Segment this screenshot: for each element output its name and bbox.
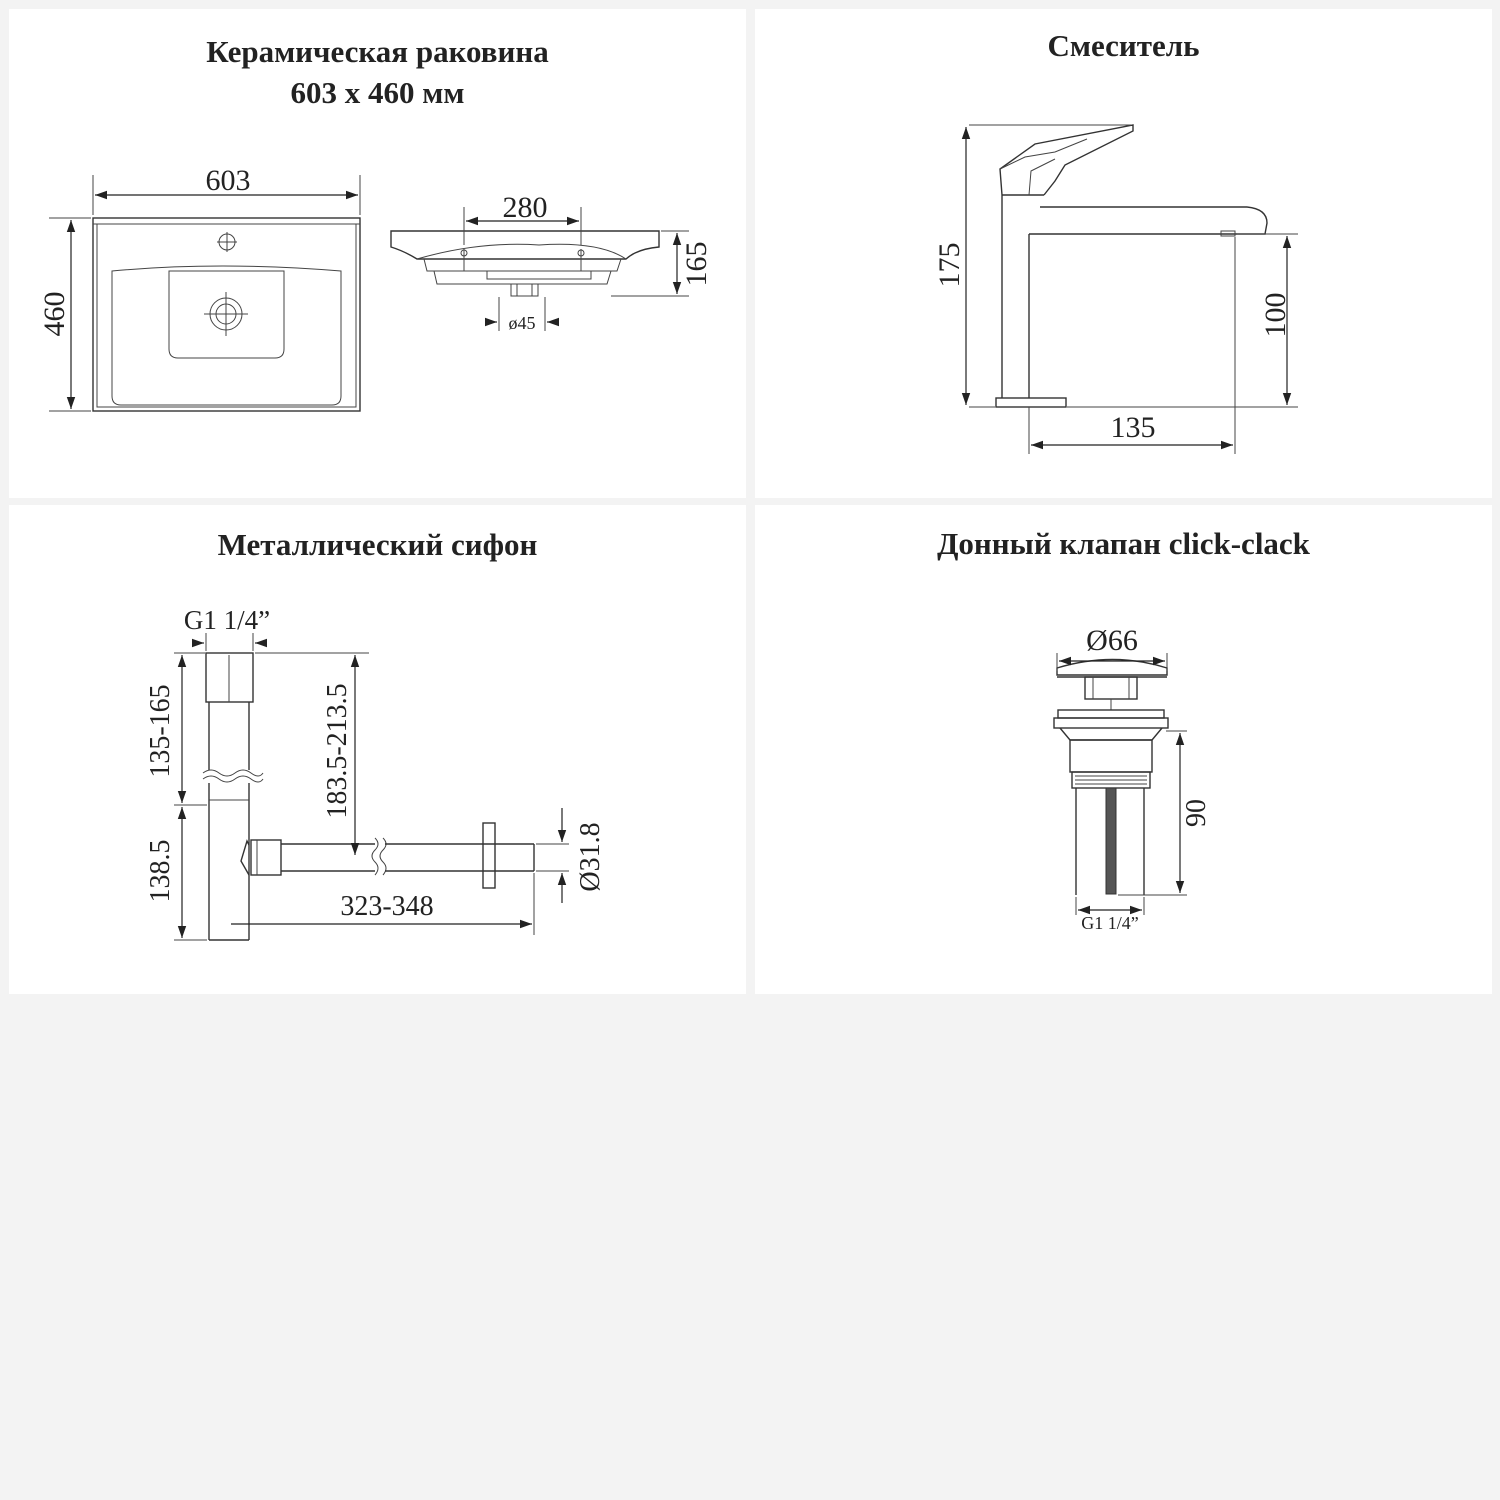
- mixer-spout-height-label: 100: [1259, 293, 1292, 338]
- basin-drawing: 603 460 280 165: [38, 164, 713, 412]
- basin-title-line2: 603 х 460 мм: [290, 75, 465, 110]
- basin-drain-label: ø45: [509, 313, 536, 333]
- mixer-outline: [995, 124, 1268, 408]
- valve-panel: Донный клапан click-clack: [755, 505, 1492, 994]
- basin-holes-label: 280: [503, 191, 548, 224]
- valve-thread-label: G1 1/4”: [1081, 913, 1139, 933]
- siphon-length-label: 323-348: [340, 891, 433, 922]
- valve-outline: [1053, 658, 1169, 895]
- basin-width-label: 603: [206, 164, 251, 197]
- siphon-outlet-height-label: 183.5-213.5: [322, 683, 353, 818]
- siphon-panel: Металлический сифон: [9, 505, 746, 994]
- basin-panel: Керамическая раковина 603 х 460 мм: [9, 9, 746, 498]
- siphon-title: Металлический сифон: [217, 527, 538, 562]
- siphon-upper-label: 135-165: [145, 684, 176, 777]
- mixer-drawing: 175 100 135: [933, 124, 1298, 454]
- valve-drawing: Ø66 90 G1 1/4”: [1053, 624, 1212, 933]
- siphon-drawing: G1 1/4” 135-165 138.5 183.5-213.5 323-34…: [145, 605, 606, 941]
- mixer-title: Смеситель: [1047, 28, 1200, 63]
- mixer-reach-label: 135: [1111, 411, 1156, 444]
- siphon-outlet-diameter-label: Ø31.8: [575, 822, 606, 891]
- basin-depth-label: 460: [38, 292, 71, 337]
- siphon-lower-label: 138.5: [145, 840, 176, 903]
- siphon-thread-label: G1 1/4”: [184, 605, 270, 635]
- mixer-panel: Смеситель 175: [755, 9, 1492, 498]
- basin-top-view: [92, 217, 361, 412]
- valve-cap-diameter-label: Ø66: [1086, 624, 1138, 657]
- basin-side-view: [390, 230, 660, 297]
- basin-title: Керамическая раковина 603 х 460 мм: [9, 31, 746, 113]
- mixer-height-label: 175: [933, 243, 966, 288]
- basin-title-line1: Керамическая раковина: [206, 34, 549, 69]
- valve-title: Донный клапан click-clack: [937, 526, 1310, 561]
- basin-height-label: 165: [680, 242, 713, 287]
- valve-height-label: 90: [1181, 799, 1212, 827]
- siphon-outline: [202, 652, 535, 941]
